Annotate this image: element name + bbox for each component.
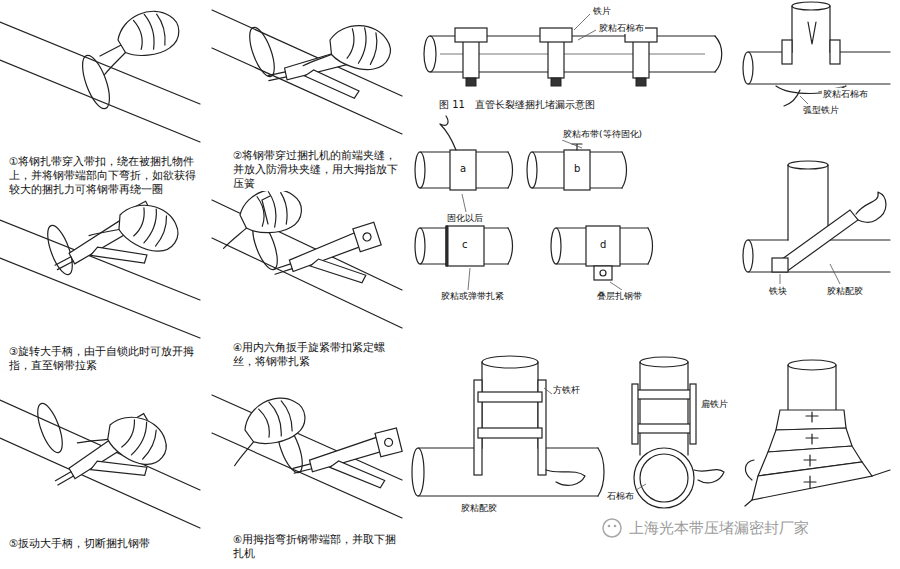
step-caption: ②将钢带穿过捆扎机的前端夹缝，并放入防滑块夹缝，用大拇指放下压簧: [232, 148, 404, 191]
part-label: 叠层扎钢带: [596, 290, 643, 302]
part-label: 固化以后: [446, 212, 484, 224]
part-label: 胶粘石棉布: [822, 88, 869, 100]
step-5-figure: [0, 398, 200, 528]
figure-caption: 图 11 直管长裂缝捆扎堵漏示意图: [438, 98, 596, 112]
pipe-flat-iron-figure: [632, 357, 724, 508]
step-3-figure: [0, 189, 200, 338]
step-caption: ③旋转大手柄，由于自锁此时可放开拇指，直至钢带拉紧: [8, 344, 202, 372]
part-label: 胶粘石棉布: [598, 22, 645, 34]
part-label: 胶粘配胶: [460, 502, 498, 514]
part-label: 扁铁片: [700, 398, 729, 410]
step-caption: ⑥用拇指弯折钢带端部，并取下捆扎机: [232, 532, 404, 560]
part-label: 弧型铁片: [802, 104, 840, 116]
straight-pipe-figure: [424, 14, 722, 86]
part-label: 铁块: [768, 285, 788, 297]
part-label: 胶粘配胶: [826, 285, 864, 297]
part-label: 胶粘布带(等待固化): [562, 128, 643, 140]
step-4-figure: [212, 185, 402, 328]
part-label: 石棉布: [606, 490, 635, 502]
part-label: 铁片: [592, 5, 612, 17]
watermark: 上海光本带压堵漏密封厂家: [628, 518, 810, 538]
part-label: 胶粘或弹带扎紧: [440, 290, 505, 302]
watermark-icon: [603, 519, 621, 537]
tee-pipe-rods-figure: [412, 356, 604, 496]
step-caption: ④用内六角扳手旋紧带扣紧定螺丝，将钢带扎紧: [232, 340, 404, 368]
bandage-steps-figure: [415, 116, 653, 290]
step-2-figure: [212, 10, 402, 134]
step-caption: ⑤扳动大手柄，切断捆扎钢带: [8, 536, 202, 550]
step-caption: ①将钢扎带穿入带扣，绕在被捆扎物件上，并将钢带端部向下弯折，如欲获得较大的捆扎力…: [8, 154, 205, 197]
step-1-figure: [0, 5, 200, 142]
callout-letter: b: [573, 162, 581, 176]
callout-letter: c: [461, 238, 469, 252]
elbow-segments-figure: [745, 360, 890, 506]
callout-letter: a: [459, 162, 467, 176]
callout-letter: d: [599, 238, 607, 252]
step-6-figure: [212, 390, 409, 518]
tee-pipe-arc-figure: [743, 2, 890, 106]
tee-pipe-block-figure: [743, 161, 890, 284]
part-label: 方铁杆: [552, 384, 581, 396]
